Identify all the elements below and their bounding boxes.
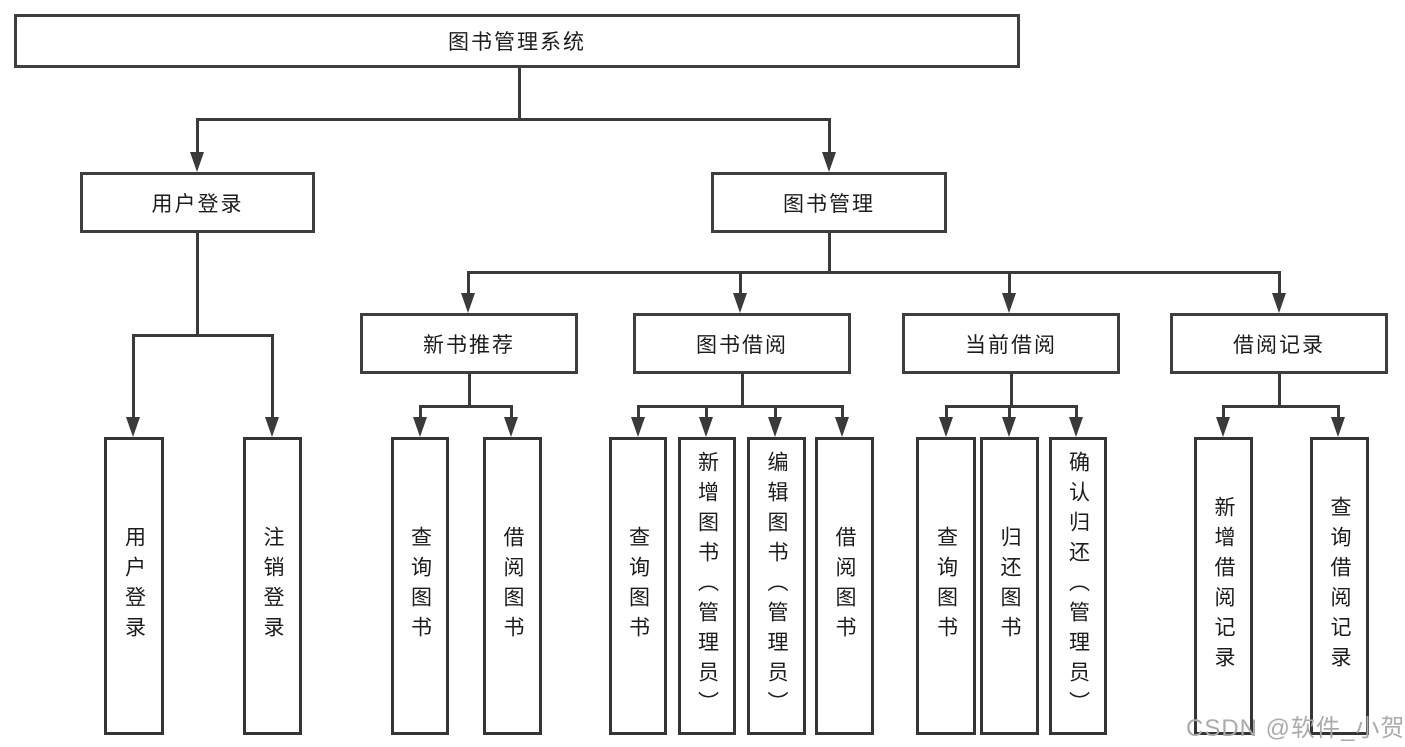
- leaf-edit-books-admin: 编辑图书（管理员）: [747, 437, 806, 735]
- arrow-down-icon: [768, 417, 782, 437]
- leaf-user-login: 用户登录: [104, 437, 164, 735]
- node-book-borrowing: 图书借阅: [633, 313, 851, 374]
- connector-line: [945, 405, 948, 419]
- connector-line: [419, 405, 422, 419]
- connector-line: [1008, 271, 1011, 297]
- node-new-book-recommend: 新书推荐: [360, 313, 578, 374]
- connector-line: [1337, 405, 1340, 419]
- connector-line: [1278, 374, 1281, 408]
- connector-line: [741, 374, 744, 408]
- arrow-down-icon: [413, 417, 427, 437]
- arrow-down-icon: [1069, 417, 1083, 437]
- arrow-down-icon: [1331, 417, 1345, 437]
- arrow-down-icon: [461, 293, 475, 313]
- arrow-down-icon: [190, 152, 204, 172]
- arrow-down-icon: [1216, 417, 1230, 437]
- connector-line: [196, 118, 199, 156]
- connector-line: [841, 405, 844, 419]
- connector-line: [518, 68, 521, 120]
- leaf-confirm-return-admin: 确认归还（管理员）: [1049, 437, 1107, 735]
- connector-line: [196, 233, 199, 337]
- connector-line: [828, 233, 831, 274]
- arrow-down-icon: [631, 417, 645, 437]
- node-current-borrowing: 当前借阅: [902, 313, 1120, 374]
- arrow-down-icon: [1002, 293, 1016, 313]
- connector-line: [468, 374, 471, 408]
- connector-line: [510, 405, 513, 419]
- leaf-query-books-borrowing: 查询图书: [609, 437, 667, 735]
- arrow-down-icon: [835, 417, 849, 437]
- node-borrowing-records: 借阅记录: [1170, 313, 1388, 374]
- connector-line: [1008, 405, 1011, 419]
- connector-line: [1075, 405, 1078, 419]
- arrow-down-icon: [1002, 417, 1016, 437]
- connector-line: [945, 405, 1078, 408]
- arrow-down-icon: [504, 417, 518, 437]
- leaf-query-borrow-record: 查询借阅记录: [1310, 437, 1369, 735]
- leaf-logout: 注销登录: [243, 437, 302, 735]
- arrow-down-icon: [1272, 293, 1286, 313]
- leaf-add-books-admin: 新增图书（管理员）: [678, 437, 736, 735]
- arrow-down-icon: [126, 417, 140, 437]
- connector-line: [1010, 374, 1013, 408]
- leaf-return-books: 归还图书: [980, 437, 1039, 735]
- leaf-borrow-books-recommend: 借阅图书: [483, 437, 542, 735]
- connector-line: [828, 118, 831, 156]
- connector-line: [467, 271, 1281, 274]
- connector-line: [739, 271, 742, 297]
- connector-line: [774, 405, 777, 419]
- node-book-management: 图书管理: [711, 172, 947, 233]
- csdn-watermark: CSDN @软件_小贺同学: [1186, 715, 1405, 742]
- connector-line: [132, 334, 274, 337]
- connector-line: [271, 334, 274, 420]
- connector-line: [419, 405, 513, 408]
- connector-line: [467, 271, 470, 297]
- arrow-down-icon: [939, 417, 953, 437]
- leaf-query-books-recommend: 查询图书: [391, 437, 449, 735]
- connector-line: [637, 405, 640, 419]
- leaf-borrow-books-borrowing: 借阅图书: [815, 437, 874, 735]
- connector-line: [132, 334, 135, 420]
- connector-line: [637, 405, 844, 408]
- leaf-query-books-current: 查询图书: [916, 437, 976, 735]
- connector-line: [196, 118, 831, 121]
- node-root-library-system: 图书管理系统: [14, 14, 1020, 68]
- connector-line: [705, 405, 708, 419]
- arrow-down-icon: [699, 417, 713, 437]
- connector-line: [1222, 405, 1339, 408]
- node-user-login: 用户登录: [80, 172, 315, 233]
- arrow-down-icon: [265, 417, 279, 437]
- leaf-add-borrow-record: 新增借阅记录: [1194, 437, 1253, 735]
- connector-line: [1278, 271, 1281, 297]
- connector-line: [1222, 405, 1225, 419]
- arrow-down-icon: [822, 152, 836, 172]
- arrow-down-icon: [733, 293, 747, 313]
